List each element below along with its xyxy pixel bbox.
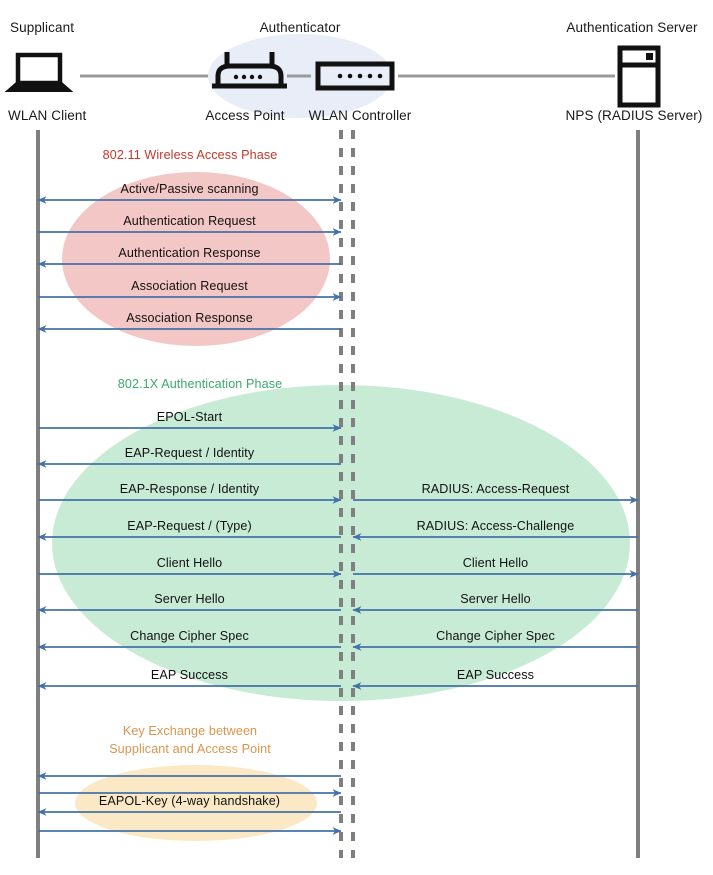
message-label: Client Hello bbox=[462, 556, 529, 570]
message-label: Association Response bbox=[126, 311, 253, 325]
actor-device-access-point: Access Point bbox=[205, 108, 285, 123]
wlan-controller-icon bbox=[315, 61, 395, 91]
message-label: EAPOL-Key (4-way handshake) bbox=[98, 794, 281, 808]
message-label: Server Hello bbox=[460, 592, 531, 606]
phase-label-802-1x: 802.1X Authentication Phase bbox=[117, 377, 283, 391]
phase-label-key-exchange-line2: Supplicant and Access Point bbox=[109, 742, 271, 756]
message-label: Association Request bbox=[131, 279, 248, 293]
message-label: EAP-Request / Identity bbox=[124, 446, 255, 460]
phase-label-key-exchange: Key Exchange between Supplicant and Acce… bbox=[109, 722, 271, 758]
access-point-icon bbox=[212, 52, 287, 89]
laptop-icon bbox=[4, 52, 74, 92]
phase-label-key-exchange-line1: Key Exchange between bbox=[122, 724, 258, 738]
message-label: Change Cipher Spec bbox=[130, 629, 249, 643]
actor-device-nps-radius-server: NPS (RADIUS Server) bbox=[565, 108, 703, 123]
message-label: Change Cipher Spec bbox=[436, 629, 555, 643]
actor-device-wlan-client: WLAN Client bbox=[8, 108, 87, 123]
server-icon bbox=[617, 45, 661, 108]
message-label: EPOL-Start bbox=[156, 410, 223, 424]
message-label: EAP Success bbox=[456, 668, 535, 682]
message-label: Authentication Response bbox=[118, 246, 261, 260]
message-label: EAP-Response / Identity bbox=[119, 482, 260, 496]
actor-role-auth-server: Authentication Server bbox=[566, 20, 698, 35]
actor-device-wlan-controller: WLAN Controller bbox=[308, 108, 412, 123]
phase-label-802-11: 802.11 Wireless Access Phase bbox=[102, 148, 278, 162]
message-arrows-right bbox=[352, 496, 639, 690]
message-arrows-left bbox=[37, 196, 342, 835]
message-label: Client Hello bbox=[156, 556, 223, 570]
actor-role-supplicant: Supplicant bbox=[10, 20, 75, 35]
message-label: RADIUS: Access-Request bbox=[421, 482, 570, 496]
phase-ellipse-key-exchange bbox=[75, 765, 317, 841]
phase-ellipse-802-11 bbox=[62, 172, 330, 346]
actor-role-authenticator: Authenticator bbox=[259, 20, 341, 35]
message-label: EAP Success bbox=[150, 668, 229, 682]
message-label: Active/Passive scanning bbox=[120, 182, 259, 196]
message-label: Authentication Request bbox=[123, 214, 256, 228]
message-label: RADIUS: Access-Challenge bbox=[416, 519, 575, 533]
message-label: Server Hello bbox=[154, 592, 225, 606]
message-label: EAP-Request / (Type) bbox=[127, 519, 252, 533]
